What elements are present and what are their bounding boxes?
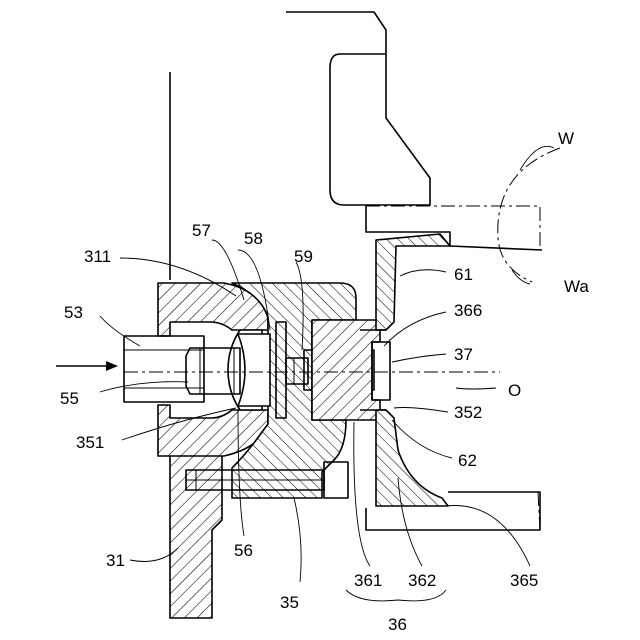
label-362: 362	[408, 571, 436, 590]
wa-curve	[498, 148, 560, 282]
label-351: 351	[76, 433, 104, 452]
label-361: 361	[354, 571, 382, 590]
label-56: 56	[234, 541, 253, 560]
label-35: 35	[280, 593, 299, 612]
label-311: 311	[84, 247, 111, 266]
label-Wa: Wa	[564, 277, 589, 296]
sleeve-61	[376, 234, 450, 330]
label-59: 59	[294, 247, 313, 266]
label-61: 61	[454, 265, 473, 284]
label-53: 53	[64, 303, 83, 322]
label-366: 366	[454, 301, 482, 320]
label-W: W	[558, 129, 574, 148]
label-57: 57	[192, 221, 211, 240]
input-arrow	[56, 361, 118, 371]
clamp-body-36	[312, 320, 380, 420]
label-62: 62	[458, 451, 477, 470]
spacer-58	[276, 322, 286, 418]
label-37: 37	[454, 345, 473, 364]
label-58: 58	[244, 229, 263, 248]
label-O: O	[508, 381, 521, 400]
sleeve-62	[376, 410, 448, 506]
label-55: 55	[60, 389, 79, 408]
label-36: 36	[388, 615, 407, 634]
label-31: 31	[106, 551, 125, 570]
label-352: 352	[454, 403, 482, 422]
piston-55	[124, 336, 240, 402]
label-365: 365	[510, 571, 538, 590]
upper-holder-block	[286, 12, 430, 205]
